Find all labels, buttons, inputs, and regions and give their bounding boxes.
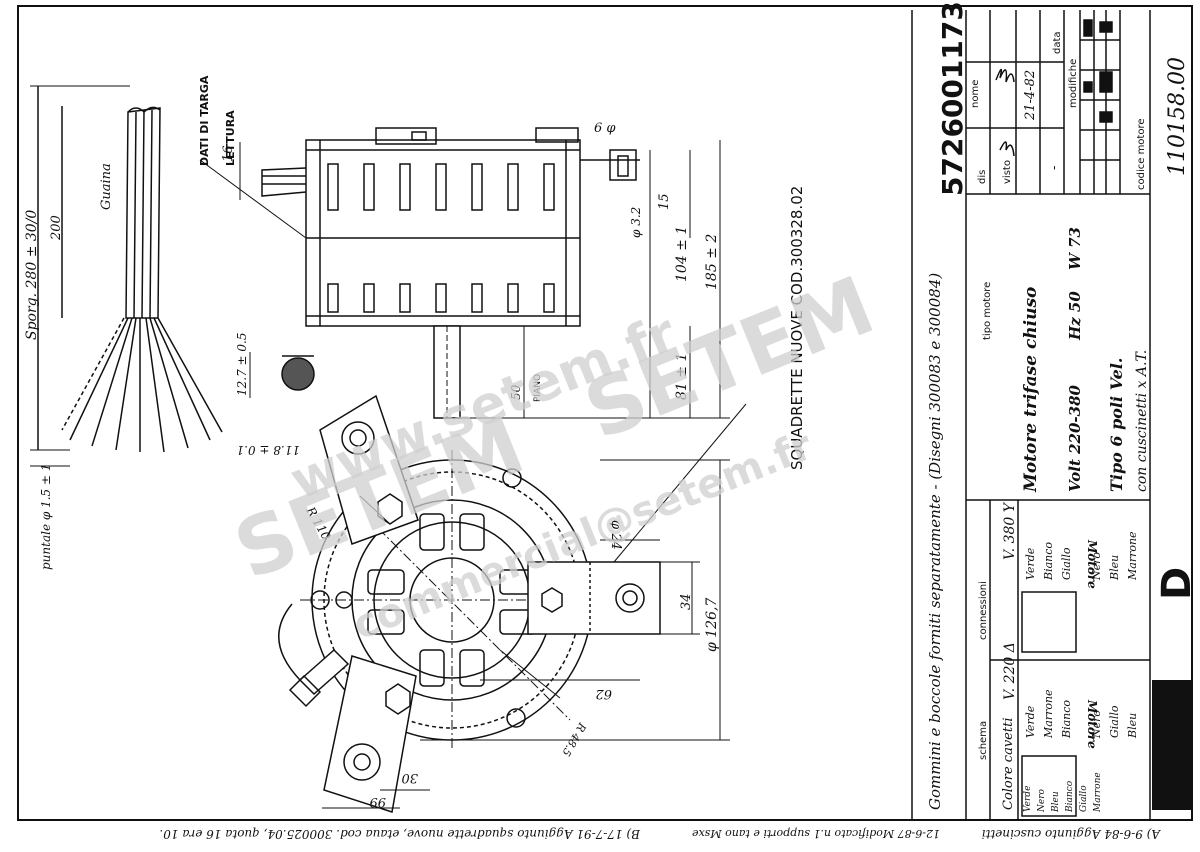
squadrette-note: SQUADRETTE NUOVE COD.300328.02: [788, 186, 806, 470]
legend-wire-labels: Verde Nero Bleu Bianco Giallo Marrone: [1023, 772, 1103, 813]
grommet-detail: [249, 352, 315, 398]
date-dash: -: [1047, 166, 1062, 170]
cable-drawing: [30, 85, 223, 467]
revision-strip: A) 9-6-84 Aggiunto cuscinetti 12-6-87 Mo…: [159, 827, 1161, 841]
dim-185: 185 ± 2: [704, 234, 720, 290]
v220-wire: Verde: [1024, 705, 1037, 738]
dim-200: 200: [49, 215, 64, 241]
lettura-label: LETTURA: [224, 110, 237, 166]
dim-3phi: φ 3.2: [629, 207, 643, 238]
guaina-label: Guaina: [99, 163, 114, 210]
v380-wire: Giallo: [1060, 547, 1073, 580]
schema-label: schema: [978, 721, 989, 760]
drawing-code: 5726001173: [936, 1, 969, 196]
v380-label: V. 380 Y: [1002, 501, 1018, 560]
motor-front-view: [278, 394, 747, 813]
v220-wire: Bleu: [1126, 713, 1139, 739]
legend-wire: Giallo: [1079, 785, 1089, 812]
dim-12-7: 12.7 ± 0.5: [235, 333, 249, 397]
motor-code: 110158.00: [1165, 57, 1190, 176]
watermark-brand-2: SETEM: [572, 259, 886, 458]
legend-wire: Nero: [1037, 788, 1047, 813]
name-label: nome: [970, 80, 981, 108]
dim-50: 50: [509, 384, 523, 400]
v220-wire: Giallo: [1108, 705, 1121, 738]
v380-wire: Bianco: [1042, 542, 1055, 581]
v220-wire: Nero: [1090, 710, 1103, 739]
date-value: 21-4-82: [1023, 70, 1038, 121]
tipo-motore-label: tipo motore: [982, 282, 993, 340]
dim-104: 104 ± 1: [674, 226, 690, 282]
motor-line-1: Motore trifase chiuso: [1021, 287, 1041, 493]
dim-phi24: φ 24: [608, 520, 623, 550]
colors-label: Colore cavetti: [1001, 718, 1016, 810]
dim-16: 16: [221, 145, 236, 162]
title-block: [965, 10, 1151, 820]
dim-99: 99: [369, 794, 386, 809]
revision-mid: 12-6-87 Modificato n.1 supporti e tano M…: [692, 827, 940, 840]
connessioni-label: connessioni: [978, 581, 989, 640]
date-label: data: [1052, 31, 1063, 54]
puntale-label: puntale φ 1.5 ± 1: [39, 464, 53, 571]
dim-15: 15: [657, 193, 672, 210]
dim-11-8: 11.8 ± 0.1: [237, 443, 301, 457]
v380-wire: Marrone: [1126, 531, 1139, 581]
v220-wire: Bianco: [1060, 700, 1073, 739]
modifiche-label: modifiche: [1068, 59, 1079, 108]
dim-6phi: 6 φ: [594, 121, 616, 136]
v220-label: V. 220 Δ: [1002, 642, 1018, 700]
motor-volt: Volt 220-380: [1066, 384, 1084, 492]
motor-code-label: codice motore: [1136, 118, 1147, 190]
motore-label-220: Motore: [1085, 699, 1099, 749]
sporg-label: Sporg. 280 ± 30/0: [24, 210, 40, 340]
piano-label: PIANO: [533, 374, 543, 402]
legend-wire: Bianco: [1065, 780, 1075, 813]
revision-a: A) 9-6-84 Aggiunto cuscinetti: [982, 827, 1161, 841]
dim-81: 81 ± 1: [674, 353, 690, 400]
revision-b: B) 17-7-91 Aggiunto squadrette nuove, et…: [159, 827, 641, 841]
legend-wire: Verde: [1023, 786, 1033, 812]
drawn-label: dis: [977, 170, 988, 184]
dati-targa-label: DATI DI TARGA: [198, 75, 211, 166]
motor-line-3: Tipo 6 poli Vel.: [1107, 358, 1126, 492]
gommini-note: Gommini e boccole forniti separatamente …: [926, 273, 944, 810]
v380-wire: Bleu: [1108, 555, 1121, 581]
motore-label-380: Motore: [1085, 539, 1099, 589]
checked-label: visto: [1002, 160, 1013, 184]
dim-30: 30: [401, 770, 418, 785]
motor-side-view: [199, 127, 730, 419]
motor-w: W 73: [1066, 227, 1084, 270]
legend-wire: Marrone: [1093, 772, 1103, 813]
company-logo: D: [1152, 567, 1200, 810]
v380-wire: Nero: [1090, 552, 1103, 581]
dim-r485: R 48.5: [559, 720, 589, 759]
v380-wire-labels: Verde Bianco Giallo Nero Bleu Marrone: [1024, 531, 1139, 581]
dim-62: 62: [595, 686, 612, 701]
motor-line-4: con cuscinetti x A.T.: [1134, 350, 1150, 492]
dim-phi1267: φ 126,7: [704, 598, 720, 652]
dim-34: 34: [679, 593, 694, 610]
motor-hz: Hz 50: [1066, 291, 1084, 341]
v220-wire-labels: Verde Marrone Bianco Nero Giallo Bleu: [1024, 689, 1139, 739]
v380-wire: Verde: [1024, 547, 1037, 580]
svg-text:D: D: [1154, 567, 1200, 600]
v220-wire: Marrone: [1042, 689, 1055, 739]
legend-wire: Bleu: [1051, 791, 1061, 813]
